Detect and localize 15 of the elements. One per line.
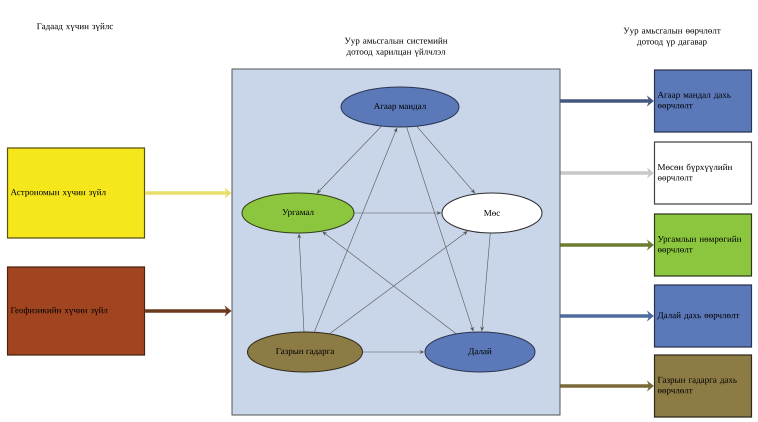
heading: Гадаад хүчин зүйлс bbox=[36, 22, 114, 32]
box: Астрономын хүчин зүйл bbox=[6, 147, 146, 239]
box: Далай дахь өөрчлөлт bbox=[654, 284, 752, 348]
box: Агаар мандал дахь өөрчлөлт bbox=[654, 69, 752, 133]
ellipse-node: Ургамал bbox=[242, 192, 354, 234]
ellipse-node: Агаар мандал bbox=[340, 86, 460, 128]
ellipse-node: Далай bbox=[424, 332, 536, 372]
box: Газрын гадарга дахь өөрчлөлт bbox=[654, 354, 752, 418]
box: Мөсөн бүрхүүлийн өөрчлөлт bbox=[654, 141, 752, 205]
box: Ургамлын нөмрөгийн өөрчлөлт bbox=[654, 213, 752, 277]
node-label: Уур амьсгалын системийн дотоод харилцан үйлчлэл bbox=[344, 37, 448, 57]
box: Геофизикийн хүчин зүйл bbox=[6, 266, 146, 356]
heading: Уур амьсгалын өөрчлөлт дотоод үр дагавар bbox=[624, 28, 721, 46]
ellipse-node: Мөс bbox=[442, 192, 542, 234]
ellipse-node: Газрын гадарга bbox=[247, 332, 363, 372]
